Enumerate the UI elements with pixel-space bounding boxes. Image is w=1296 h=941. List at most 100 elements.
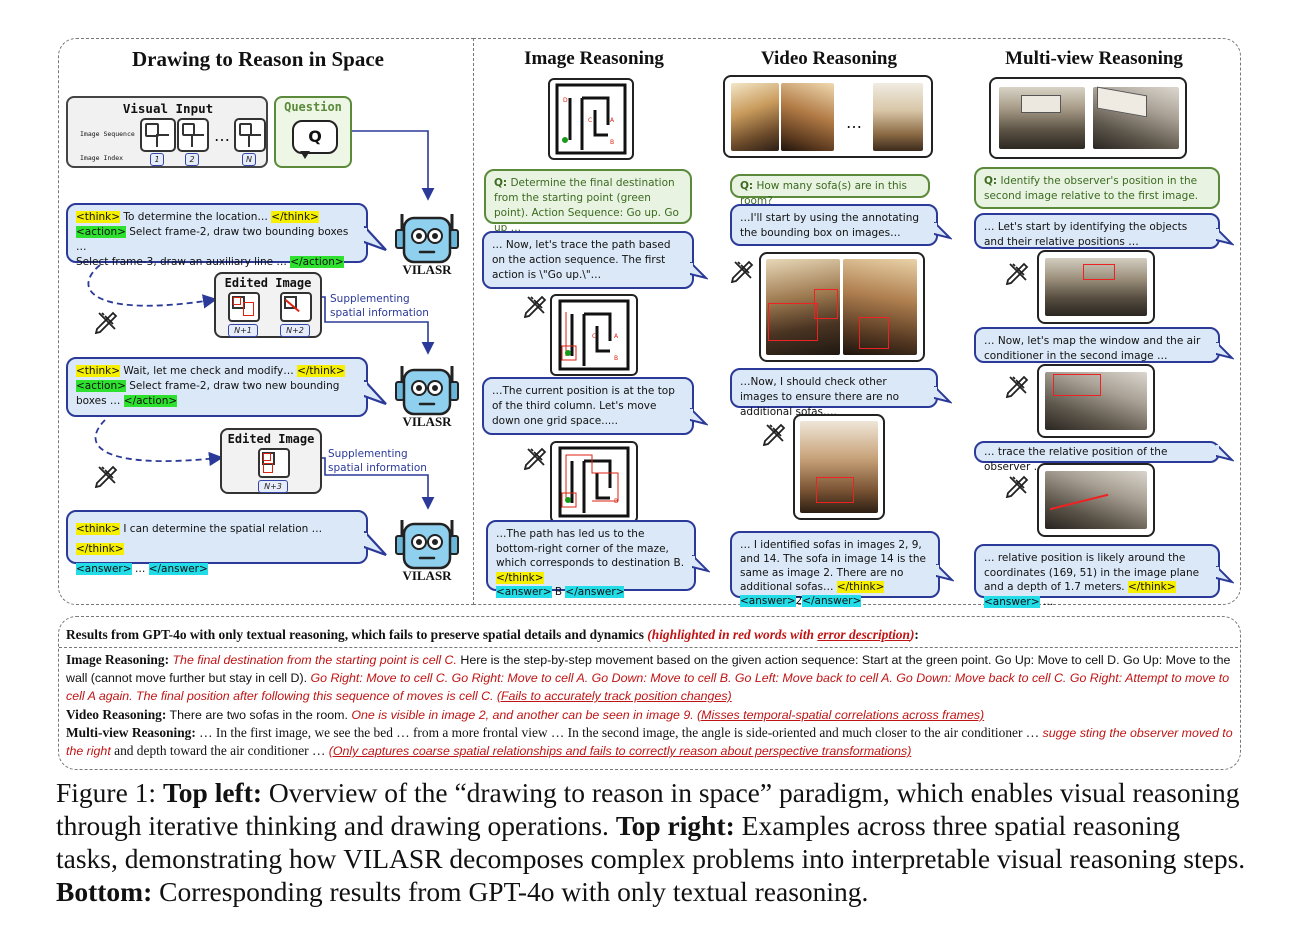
answer-text: …	[131, 563, 149, 575]
annotated-view-1	[1045, 258, 1147, 316]
question-prefix: Q:	[740, 180, 754, 192]
bubble-tail	[1216, 444, 1234, 462]
frame-thumb-1	[140, 118, 176, 152]
gpt-results-header: Results from GPT-4o with only textual re…	[66, 626, 1236, 644]
image-reasoning-label: Image Reasoning:	[66, 652, 170, 667]
bubble-tail	[1216, 228, 1234, 246]
body-text: Here is the step-by-step movement based …	[66, 653, 1231, 685]
multiview-image-pair	[989, 77, 1187, 159]
frame-thumb-n	[234, 118, 266, 152]
video-frames-strip: …	[723, 75, 933, 158]
caption-top-right-label: Top right:	[615, 810, 735, 841]
frame-thumb-2	[177, 118, 209, 152]
error-description: (Only captures coarse spatial relationsh…	[328, 744, 912, 758]
bubble-tail	[936, 564, 954, 582]
robot-icon	[395, 366, 459, 416]
edited-tag-n2: N+2	[280, 324, 310, 337]
question-prefix: Q:	[494, 177, 508, 189]
edited-tag-n1: N+1	[228, 324, 258, 337]
error-text: Go Right: Move to cell C. Go Right: Move…	[66, 671, 1230, 703]
think-open-tag: <think>	[76, 365, 121, 377]
multiview-annotated-1	[1037, 250, 1155, 324]
maze-label-c: C	[592, 333, 596, 340]
annotated-view-2	[1045, 372, 1147, 430]
bubble-text: …The current position is at the top of t…	[492, 385, 675, 427]
action-text-1: Select frame-2, draw two bounding boxes …	[76, 226, 349, 253]
caption-top-left-label: Top left:	[162, 777, 263, 808]
think-text: I can determine the spatial relation …	[120, 523, 323, 535]
header-red-underline: error description	[817, 627, 910, 642]
caption-bottom-label: Bottom:	[56, 876, 153, 907]
action-close-tag: </action>	[290, 256, 344, 268]
video-bubble-1: …I'll start by using the annotating the …	[730, 204, 938, 246]
bubble-tail	[690, 262, 708, 280]
pencil-ruler-icon	[762, 423, 786, 446]
video-question-box: Q: How many sofa(s) are in this room?	[730, 174, 930, 207]
error-text: The final destination from the starting …	[169, 653, 457, 667]
think-text: To determine the location…	[120, 211, 272, 223]
image-reasoning-title: Image Reasoning	[524, 48, 664, 69]
answer-close-tag: </answer>	[802, 595, 862, 607]
answer-text: 2	[795, 595, 803, 607]
view-image-1	[999, 87, 1085, 149]
multiview-bubble-4: … relative position is likely around the…	[974, 544, 1220, 608]
action-text-2: Select frame-3, draw an auxiliary line …	[76, 256, 291, 268]
think-close-tag: </think>	[271, 211, 319, 223]
left-panel-title: Drawing to Reason in Space	[131, 47, 384, 71]
edited-thumb-2	[280, 292, 312, 322]
answer-close-tag: </answer>	[565, 586, 625, 598]
annotated-frame-b	[843, 259, 917, 355]
visual-input-title: Visual Input	[122, 101, 214, 116]
image-question-box: Q: Determine the final destination from …	[484, 169, 692, 234]
caption-text: Examples across three spatial reasoning …	[56, 810, 1180, 874]
question-text: Identify the observer's position in the …	[984, 175, 1199, 202]
answer-text: B	[551, 586, 566, 598]
pencil-ruler-icon	[1005, 262, 1029, 285]
bubble-tail	[364, 531, 387, 557]
maze-label-b: B	[614, 355, 618, 362]
left-connectors	[87, 130, 435, 510]
multiview-annotated-2	[1037, 364, 1155, 438]
error-description: (Fails to accurately track position chan…	[496, 689, 732, 703]
multiview-reasoning-label: Multi-view Reasoning:	[66, 725, 196, 740]
bubble-tail	[934, 386, 952, 404]
bubble-tail	[690, 408, 708, 426]
answer-text: …	[1039, 595, 1054, 608]
think-close-tag: </think>	[1128, 581, 1176, 593]
think-close-tag: </think>	[836, 581, 885, 593]
error-text: One is visible in image 2, and another c…	[347, 708, 694, 722]
image-index-label: Image Index	[80, 154, 124, 162]
pencil-ruler-icon	[523, 447, 547, 470]
body-text: … In the first image, we see the bed … f…	[195, 725, 1043, 740]
answer-open-tag: <answer>	[984, 595, 1040, 608]
edited-tag-n3: N+3	[258, 480, 288, 493]
gpt-divider	[59, 647, 1238, 648]
multiview-annotated-3	[1037, 463, 1155, 537]
caption-text: Overview of the “drawing to reason in sp…	[56, 777, 1240, 841]
maze-label-b: B	[610, 139, 614, 146]
annotated-frame-a	[766, 259, 840, 355]
question-icon: Q	[292, 120, 338, 154]
multiview-bubble-2: … Now, let's map the window and the air …	[974, 327, 1220, 363]
bubble-tail	[364, 226, 387, 252]
video-frame-2	[781, 83, 834, 151]
action-close-tag: </action>	[123, 395, 178, 407]
edited-thumb-3	[258, 448, 290, 478]
image-sequence-label: Image Sequence	[80, 130, 135, 138]
bubble-tail	[364, 380, 387, 406]
think-open-tag: <think>	[76, 523, 121, 535]
header-red: (highlighted in red words with	[647, 627, 818, 642]
header-colon: :	[914, 627, 919, 642]
question-text: Determine the final destination from the…	[494, 177, 679, 234]
pencil-ruler-icon	[94, 311, 118, 334]
bubble-text: … Now, let's map the window and the air …	[984, 335, 1201, 362]
answer-open-tag: <answer>	[496, 586, 552, 598]
bubble-text: … Let's start by identifying the objects…	[984, 221, 1188, 248]
multiview-bubble-3: … trace the relative position of the obs…	[974, 441, 1220, 473]
maze-label-d: D	[563, 97, 568, 104]
maze-label-b: B	[614, 498, 618, 505]
question-prefix: Q:	[984, 175, 998, 187]
bubble-tail	[934, 222, 952, 240]
think-text: Wait, let me check and modify…	[120, 365, 298, 377]
video-annotated-frames	[759, 252, 925, 362]
